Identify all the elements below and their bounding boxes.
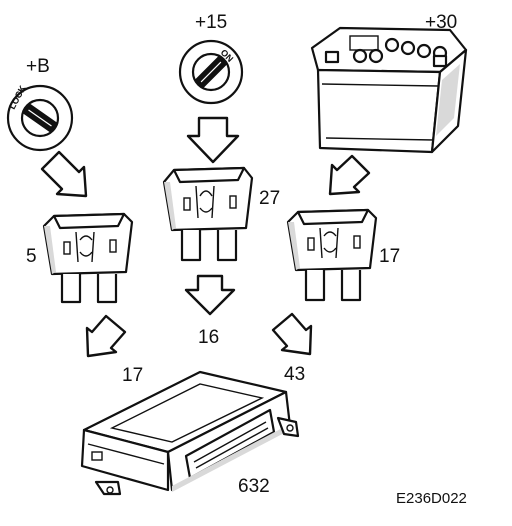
ignition-switch-lock-icon: LOCK bbox=[6, 83, 74, 152]
arrow-down-icon bbox=[85, 314, 127, 358]
arrow-down-icon bbox=[328, 154, 371, 196]
label-out-16: 16 bbox=[198, 327, 219, 348]
arrow-down-icon bbox=[271, 312, 313, 356]
label-plus-b: +B bbox=[26, 56, 50, 77]
label-plus-30: +30 bbox=[425, 12, 457, 33]
label-fuse-5: 5 bbox=[26, 246, 37, 267]
label-out-43: 43 bbox=[284, 364, 305, 385]
arrow-down-icon bbox=[184, 274, 236, 316]
label-fuse-27: 27 bbox=[259, 188, 280, 209]
figure-code: E236D022 bbox=[396, 490, 467, 507]
label-plus-15: +15 bbox=[195, 12, 227, 33]
label-module-632: 632 bbox=[238, 476, 270, 497]
blade-fuse-icon bbox=[286, 208, 378, 302]
ignition-switch-on-icon: ON bbox=[178, 39, 244, 105]
arrow-down-icon bbox=[40, 150, 88, 198]
label-out-17: 17 bbox=[122, 365, 143, 386]
control-module-icon bbox=[80, 370, 300, 496]
arrow-down-icon bbox=[186, 116, 240, 164]
blade-fuse-icon bbox=[42, 212, 134, 304]
battery-icon bbox=[310, 26, 468, 154]
label-fuse-17: 17 bbox=[379, 246, 400, 267]
blade-fuse-icon bbox=[162, 166, 254, 262]
